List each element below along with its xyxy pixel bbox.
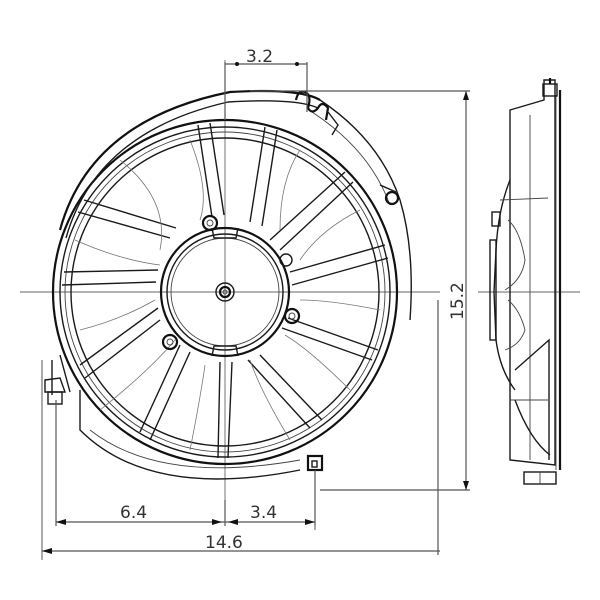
label-left-to-center: 6.4 <box>120 503 147 523</box>
dimension-lines: 3.2 6.4 3.4 14.6 15.2 <box>42 47 470 555</box>
side-view <box>478 78 580 485</box>
front-view <box>20 60 440 560</box>
center-shaft <box>215 282 235 302</box>
mounting-bosses <box>161 214 301 351</box>
fan-blades <box>61 122 389 459</box>
dimension-top-offset <box>224 62 470 120</box>
dimension-bottom-row <box>55 400 316 526</box>
label-top-offset: 3.2 <box>246 47 273 67</box>
top-clip <box>294 90 339 136</box>
fan-hub <box>159 226 293 358</box>
connector-top-right <box>379 184 400 206</box>
left-terminal <box>41 360 66 560</box>
label-height: 15.2 <box>448 282 468 320</box>
label-center-to-mount: 3.4 <box>250 503 277 523</box>
shroud-ring <box>51 89 412 480</box>
label-overall-width: 14.6 <box>205 533 243 553</box>
dimension-height <box>320 91 470 491</box>
dimension-overall-width <box>42 300 440 555</box>
